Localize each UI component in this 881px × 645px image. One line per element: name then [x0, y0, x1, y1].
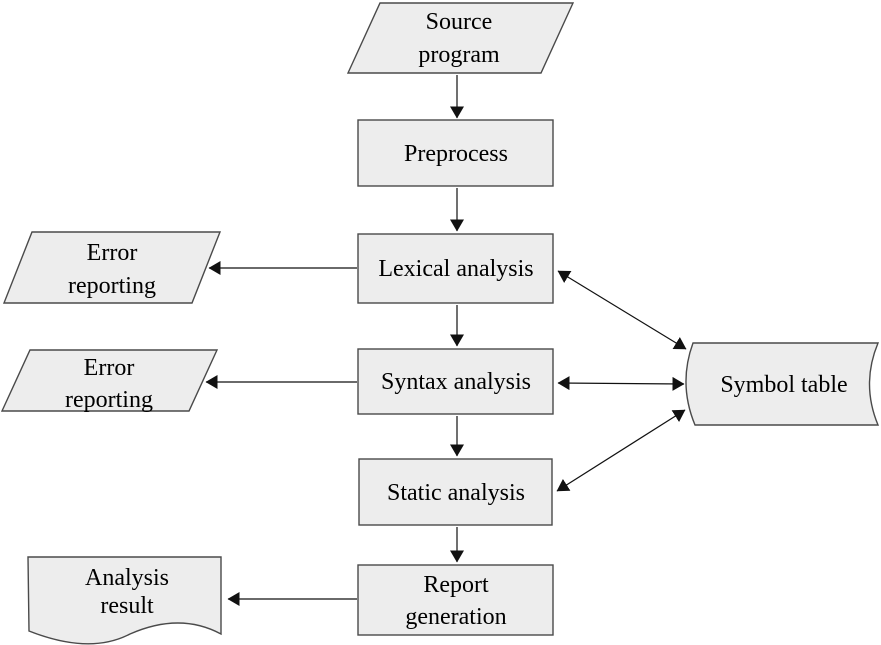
- process-shape: [357, 119, 554, 187]
- process-shape: [357, 564, 554, 636]
- stored-data-shape: [685, 342, 880, 426]
- node-syntax-analysis: Syntax analysis: [357, 348, 554, 415]
- node-label: Preprocess: [404, 141, 508, 167]
- node-label: Static analysis: [387, 480, 525, 506]
- node-error-reporting-syntax: Error reporting: [0, 349, 219, 413]
- process-shape: [358, 458, 553, 526]
- node-label: reporting: [65, 387, 153, 413]
- node-preprocess: Preprocess: [357, 119, 554, 187]
- node-lexical-analysis: Lexical analysis: [357, 233, 554, 304]
- edge-static-symbol-table-bidirectional: [556, 409, 686, 492]
- node-label: Error: [87, 240, 138, 266]
- document-shape: [27, 556, 222, 645]
- edge-syntax-symbol-table-bidirectional: [557, 376, 685, 391]
- node-error-reporting-lexical: Error reporting: [2, 231, 222, 304]
- node-label: generation: [405, 604, 506, 630]
- parallelogram-shape: [2, 231, 222, 304]
- node-label: Report: [423, 572, 489, 598]
- node-label: program: [418, 42, 500, 68]
- node-label: result: [100, 593, 154, 619]
- node-label: reporting: [68, 273, 156, 299]
- node-static-analysis: Static analysis: [358, 458, 553, 526]
- parallelogram-shape: [346, 2, 575, 74]
- edge-lexical-symbol-table-bidirectional: [557, 270, 687, 350]
- edges: [205, 75, 687, 606]
- process-shape: [357, 348, 554, 415]
- node-label: Lexical analysis: [378, 256, 533, 282]
- node-label: Analysis: [85, 565, 169, 591]
- node-report-generation: Report generation: [357, 564, 554, 636]
- node-analysis-result: Analysis result: [27, 556, 222, 645]
- parallelogram-shape: [0, 349, 219, 412]
- node-symbol-table: Symbol table: [685, 342, 880, 426]
- node-label: Error: [84, 355, 135, 381]
- node-label: Source: [426, 9, 493, 35]
- node-label: Symbol table: [720, 372, 847, 398]
- node-source-program: Source program: [346, 2, 575, 74]
- node-label: Syntax analysis: [381, 369, 531, 395]
- process-shape: [357, 233, 554, 304]
